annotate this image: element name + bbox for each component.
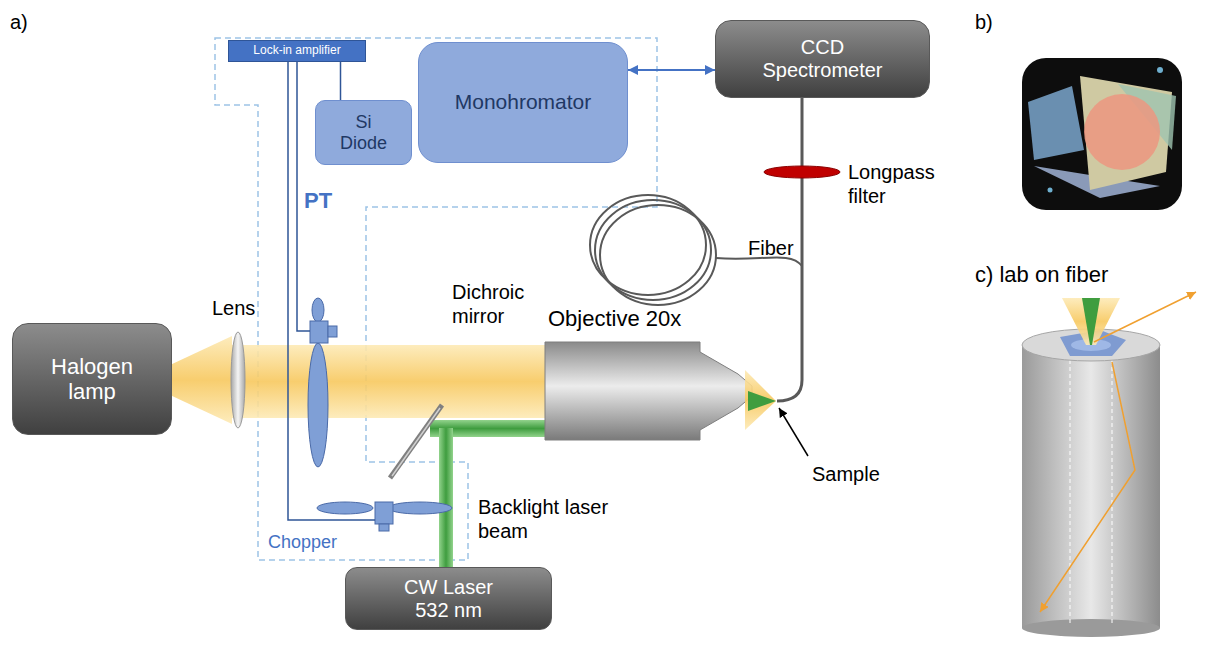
fiber-cylinder — [1022, 619, 1160, 637]
fiber-coil — [600, 205, 716, 305]
leader-arrow — [779, 408, 808, 456]
light-cone — [170, 336, 232, 424]
box-text: CW Laser 532 nm — [394, 576, 504, 622]
chopper-axle — [328, 326, 337, 337]
flake — [1157, 67, 1163, 73]
chopper-axle — [379, 524, 389, 531]
lens-symbol — [231, 332, 245, 428]
objective-lens — [545, 342, 752, 440]
light-cone — [1062, 298, 1120, 345]
group-name: PT — [304, 188, 332, 214]
dichroic-mirror — [390, 405, 442, 478]
flake — [1048, 188, 1053, 193]
spectrometer-box: CCD Spectrometer — [715, 20, 930, 98]
chopper-blade — [388, 502, 452, 514]
panel-title: c) lab on fiber — [975, 262, 1108, 288]
part-name: Backlight laser beam — [478, 495, 638, 543]
lamp-box: Halogen lamp — [12, 323, 172, 435]
pt-region-outline — [215, 38, 657, 560]
chopper-hub — [375, 502, 393, 524]
part-name: Longpass filter — [848, 160, 958, 208]
monochromator-box: Monohromator — [418, 42, 628, 163]
part-name: Dichroic mirror — [452, 280, 552, 328]
detector-box: Si Diode — [315, 100, 412, 165]
fiber-core-edge — [1070, 360, 1071, 625]
reflected-ray — [1094, 292, 1196, 342]
part-name: Fiber — [748, 236, 794, 260]
box-text: Si Diode — [336, 112, 392, 153]
chopper-blade — [308, 343, 328, 467]
box-text: Halogen lamp — [42, 354, 142, 405]
focused-light — [745, 370, 776, 430]
amplifier-box: Lock-in amplifier — [228, 40, 366, 62]
laser-beam — [439, 428, 453, 567]
connector-line — [628, 69, 715, 71]
laser-box: CW Laser 532 nm — [345, 567, 552, 630]
fiber-core-edge — [1112, 360, 1113, 625]
fiber-cylinder — [1022, 345, 1160, 628]
laser-cone — [1082, 298, 1100, 345]
chopper-blade — [312, 298, 324, 322]
light-beam — [232, 345, 545, 418]
box-text: Lock-in amplifier — [253, 44, 340, 58]
mirror-highlight — [392, 408, 440, 476]
connector-line — [340, 62, 342, 100]
laser-spot — [1084, 94, 1160, 170]
box-text: CCD Spectrometer — [758, 36, 888, 82]
chopper-blade — [317, 502, 373, 514]
part-name: Objective 20x — [548, 306, 681, 332]
focused-laser — [748, 391, 776, 411]
flake — [1028, 86, 1084, 160]
microscope-image — [1022, 58, 1182, 210]
chopper-hub — [310, 321, 328, 343]
guided-ray — [1040, 362, 1135, 612]
panel-letter: b) — [975, 10, 993, 34]
part-name: Sample — [812, 462, 880, 486]
part-name: Chopper — [268, 532, 337, 554]
box-text: Monohromator — [455, 90, 592, 114]
part-name: Lens — [212, 296, 255, 320]
panel-letter: a) — [10, 10, 28, 34]
longpass-filter — [764, 166, 840, 178]
